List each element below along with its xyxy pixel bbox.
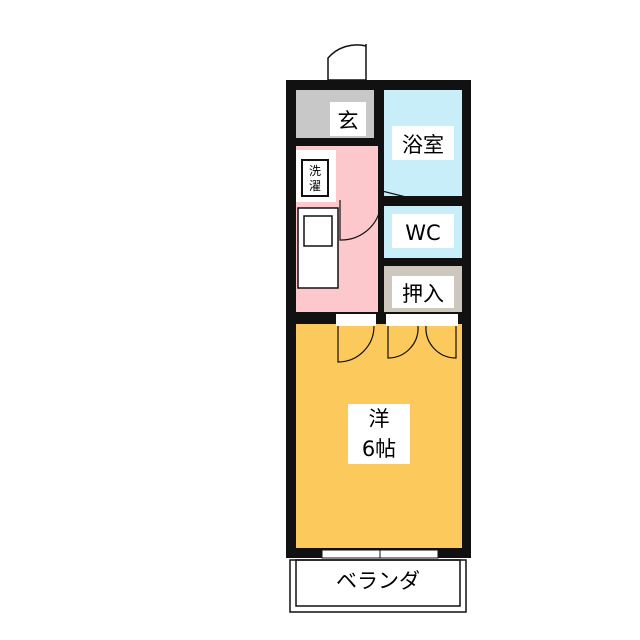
hall-door [339, 200, 381, 241]
bath-label-box [392, 126, 454, 160]
wc-label-box [392, 214, 454, 248]
entrance-label-box [330, 102, 366, 136]
laundry-label-2: 濯 [309, 179, 321, 193]
closet-label: 押入 [402, 282, 444, 306]
room-doors [337, 325, 457, 363]
entrance-label: 玄 [338, 109, 359, 133]
western-door-opening [336, 314, 376, 326]
western-label-box [348, 404, 410, 464]
western-label-2: 6帖 [362, 437, 396, 461]
balcony-window [321, 549, 439, 559]
bath-label: 浴室 [402, 133, 444, 157]
laundry-box [301, 159, 329, 197]
front-door [327, 44, 367, 82]
western-label-1: 洋 [369, 407, 390, 431]
wc-label: WC [405, 221, 440, 245]
kitchen-counter [297, 207, 339, 289]
bath-door [377, 189, 411, 199]
balcony-label: ベランダ [336, 569, 420, 593]
balcony [289, 559, 467, 613]
laundry-label-1: 洗 [309, 164, 321, 178]
closet-label-box [392, 276, 454, 308]
closet-door-opening [386, 314, 458, 326]
